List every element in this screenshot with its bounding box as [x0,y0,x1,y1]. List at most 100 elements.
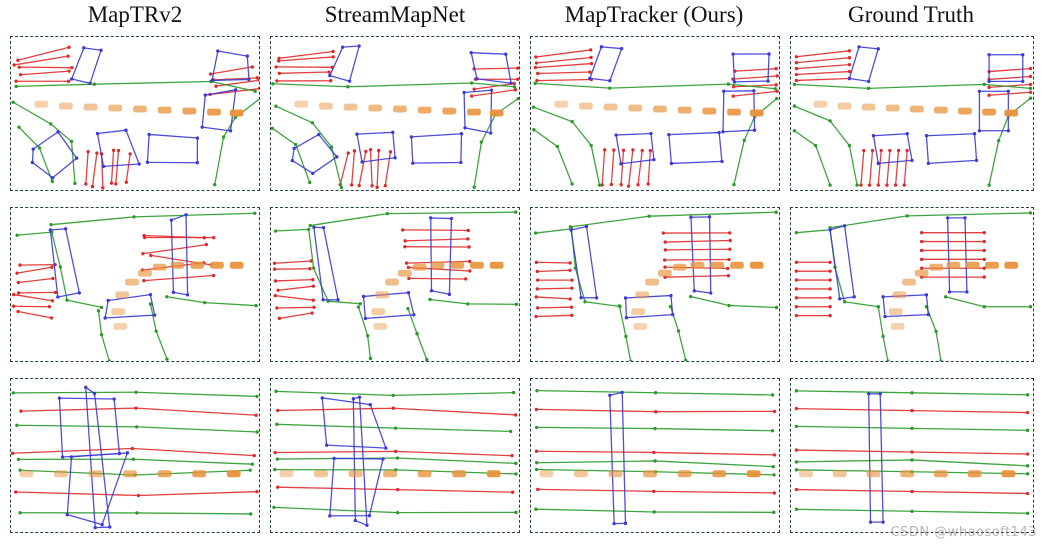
ego-car-trail [982,108,996,116]
ped-crossing [664,248,731,251]
divider-vertex [828,228,832,232]
divider-vertex [974,158,979,163]
ped-crossing [273,260,312,264]
divider-vertex [670,312,675,317]
ped-crossing-vertex [50,299,55,303]
map-canvas [794,389,1030,524]
divider [609,391,627,525]
ped-crossing-vertex [70,66,74,70]
boundary-vertex [770,393,775,397]
boundary-vertex [346,85,350,89]
divider-vertex [752,128,757,132]
divider [70,47,102,84]
ped-crossing-vertex [311,284,316,288]
boundary-vertex [982,82,986,87]
ego-car-trail [489,109,504,117]
boundary-vertex [308,223,312,228]
divider-vertex [247,77,251,82]
lane-line-vertex [395,487,400,492]
ego-car-trail [170,261,185,269]
divider-vertex [65,512,69,517]
divider-vertex [926,312,931,317]
boundary-vertex [358,302,362,306]
boundary-vertex [653,426,657,431]
ped-crossing-vertex [331,55,335,59]
ego-car-trail [539,470,554,478]
boundary-vertex [534,461,539,465]
ped-crossing-vertex [12,292,16,297]
ego-car-trail [574,470,588,478]
ped-crossing-vertex [876,183,880,187]
divider-vertex [1006,129,1011,133]
ego-car-trail [343,103,358,111]
divider-vertex [328,73,332,78]
ego-car-trail [985,261,999,269]
boundary-vertex [466,302,470,306]
ped-crossing-vertex [255,76,259,80]
boundary-vertex [987,183,991,187]
boundary-vertex [96,309,101,313]
divider-vertex [340,45,345,49]
divider-vertex [103,316,107,320]
ped-crossing-vertex [774,66,778,71]
ped-crossing-vertex [794,269,799,273]
boundary-vertex [939,359,943,361]
ped-crossing-vertex [919,239,924,244]
divider-vertex [101,164,106,169]
divider-vertex [106,298,110,303]
ped-crossing [535,261,571,264]
lane-line-vertex [654,410,658,414]
ped-crossing-vertex [346,151,350,155]
ped-crossing [358,150,367,187]
boundary [214,98,259,186]
ego-car-trail [914,269,929,277]
ego-car-trail [929,263,943,271]
ped-crossing-vertex [867,183,872,187]
ped-crossing [19,70,70,76]
ego-car-trail [452,470,467,478]
ego-car-trail [318,102,333,110]
boundary-vertex [250,462,255,466]
ped-crossing-vertex [12,63,16,67]
boundary [618,305,632,361]
divider-vertex [599,45,604,49]
boundary-vertex [18,511,22,515]
divider-vertex [721,130,725,134]
ped-crossing-vertex [612,148,616,152]
ego-car-trail [628,104,643,112]
divider-vertex [876,161,880,166]
ped-crossing [13,293,54,302]
ped-crossing-vertex [368,147,373,152]
lane-line-vertex [794,406,799,411]
ped-crossing [212,77,258,81]
ped-crossing-vertex [383,184,387,188]
ped-crossing-vertex [257,87,259,91]
ego-car-trail [294,100,309,108]
ped-crossing-vertex [794,278,799,282]
boundary-vertex [910,426,914,431]
ped-crossing-vertex [987,85,991,90]
boundary-vertex [274,104,278,108]
boundary-vertex [624,334,628,338]
boundary-vertex [792,104,797,108]
ped-crossing [732,75,778,80]
divider-vertex [623,296,628,300]
ped-crossing-vertex [896,148,901,153]
ego-car-trail [967,470,982,478]
ped-crossing-vertex [204,242,209,247]
boundary-vertex [415,332,419,336]
ped-crossing-vertex [47,304,52,309]
divider-vertex [353,518,358,523]
boundary [275,390,515,397]
ped-crossing-vertex [308,267,312,271]
ego-car-trail [965,261,980,269]
boundary-vertex [49,222,53,227]
ped-crossing-vertex [116,148,121,153]
boundary-vertex [910,458,914,462]
boundary-vertex [583,300,587,304]
divider-vertex [355,132,359,136]
divider-vertex [878,392,882,396]
boundary-vertex [18,468,22,472]
boundary-vertex [732,182,736,187]
divider-vertex [335,155,339,159]
